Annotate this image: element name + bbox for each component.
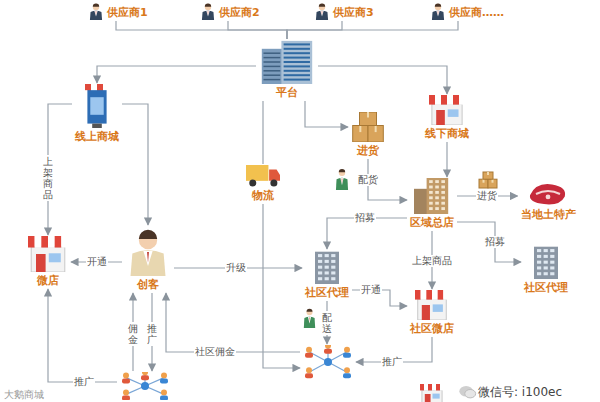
node-label: 线上商城	[75, 130, 119, 144]
flow-arrow	[48, 289, 117, 382]
flow-arrow	[457, 222, 521, 262]
edge-label: 上架商品	[411, 255, 453, 267]
flow-arrow	[122, 104, 148, 225]
edge-label: 进货	[476, 190, 498, 202]
goods-figure	[479, 172, 497, 188]
flow-arrow	[305, 101, 348, 127]
edge-label: 推广	[147, 322, 157, 346]
platform-node: 平台	[257, 40, 317, 100]
node-label: 供应商3	[333, 6, 374, 20]
consumer-group	[301, 345, 355, 379]
maker-icon	[125, 226, 171, 276]
community-agent-node: 社区代理	[303, 250, 351, 300]
node-label: 当地土特产	[521, 208, 576, 222]
node-label: 微店	[37, 274, 59, 288]
edge-label: 配送	[322, 311, 332, 335]
flow-arrow	[228, 21, 287, 39]
meat-icon	[528, 182, 568, 206]
picker-figure	[336, 169, 348, 190]
people-icon	[303, 345, 353, 379]
edge-label: 佣金	[128, 322, 138, 346]
watermark: 微信号: i100ec	[478, 384, 562, 401]
edge-label: 升级	[225, 262, 247, 274]
edge-label: 招募	[484, 236, 506, 248]
node-label: 线下商城	[425, 127, 469, 141]
building-icon	[531, 245, 561, 279]
flow-arrow	[318, 66, 447, 94]
watermark: 大鹅商城	[4, 388, 44, 402]
building-icon	[312, 250, 342, 284]
platform-icon	[259, 40, 315, 84]
node-label: 供应商1	[107, 6, 148, 20]
online-mall-node: 线上商城	[73, 84, 121, 144]
edge-label: 推广	[73, 376, 95, 388]
community-agent-node: 社区代理	[522, 245, 570, 295]
shop-figure	[420, 384, 444, 402]
supplier-node: 供应商……	[428, 2, 506, 20]
edge-label: 配货	[357, 174, 379, 186]
purchase-node: 进货	[349, 112, 387, 158]
edge-label: 开通	[360, 284, 382, 296]
supplier-icon	[314, 2, 330, 20]
supplier-node: 供应商1	[86, 2, 150, 20]
edge-label: 开通	[86, 256, 108, 268]
micro-shop-node: 微店	[26, 236, 70, 288]
store-icon	[415, 290, 449, 320]
flow-arrow	[116, 21, 287, 39]
node-label: 社区代理	[305, 286, 349, 300]
store-icon	[28, 236, 68, 272]
edge-label: 推广	[381, 356, 403, 368]
node-label: 供应商2	[219, 6, 260, 20]
node-label: 社区代理	[524, 281, 568, 295]
maker-node: 创客	[123, 226, 173, 292]
edge-label: 招募	[354, 212, 376, 224]
node-label: 创客	[137, 278, 159, 292]
node-label: 平台	[276, 86, 298, 100]
node-label: 区域总店	[410, 216, 454, 230]
flow-arrow	[263, 204, 300, 368]
local-product-node: 当地土特产	[519, 182, 578, 222]
edge-label: 上架商品	[43, 155, 53, 201]
supplier-icon	[88, 2, 104, 20]
store-icon	[429, 95, 465, 125]
supplier-node: 供应商2	[198, 2, 262, 20]
flow-arrow	[287, 21, 458, 39]
node-label: 供应商……	[449, 6, 504, 20]
flow-arrow	[446, 142, 447, 177]
community-shop-node: 社区微店	[408, 290, 456, 336]
hq-icon	[414, 178, 450, 214]
logistics-node: 物流	[244, 165, 282, 203]
courier-figure	[304, 309, 315, 328]
node-label: 物流	[252, 189, 274, 203]
supplier-icon	[430, 2, 446, 20]
people-icon	[120, 372, 170, 400]
flow-arrow	[166, 293, 300, 352]
kiosk-icon	[85, 84, 109, 128]
flow-arrow	[262, 101, 263, 164]
node-label: 进货	[357, 144, 379, 158]
node-label: 社区微店	[410, 322, 454, 336]
consumer-group	[118, 372, 172, 400]
decorations	[304, 169, 497, 402]
wechat-icon	[459, 386, 475, 398]
edge-label: 社区佣金	[194, 346, 236, 358]
boxes-icon	[351, 112, 385, 142]
regional-store-node: 区域总店	[408, 178, 456, 230]
supplier-icon	[200, 2, 216, 20]
supplier-node: 供应商3	[312, 2, 376, 20]
truck-icon	[246, 165, 280, 187]
flow-arrow	[97, 66, 256, 83]
offline-mall-node: 线下商城	[423, 95, 471, 141]
